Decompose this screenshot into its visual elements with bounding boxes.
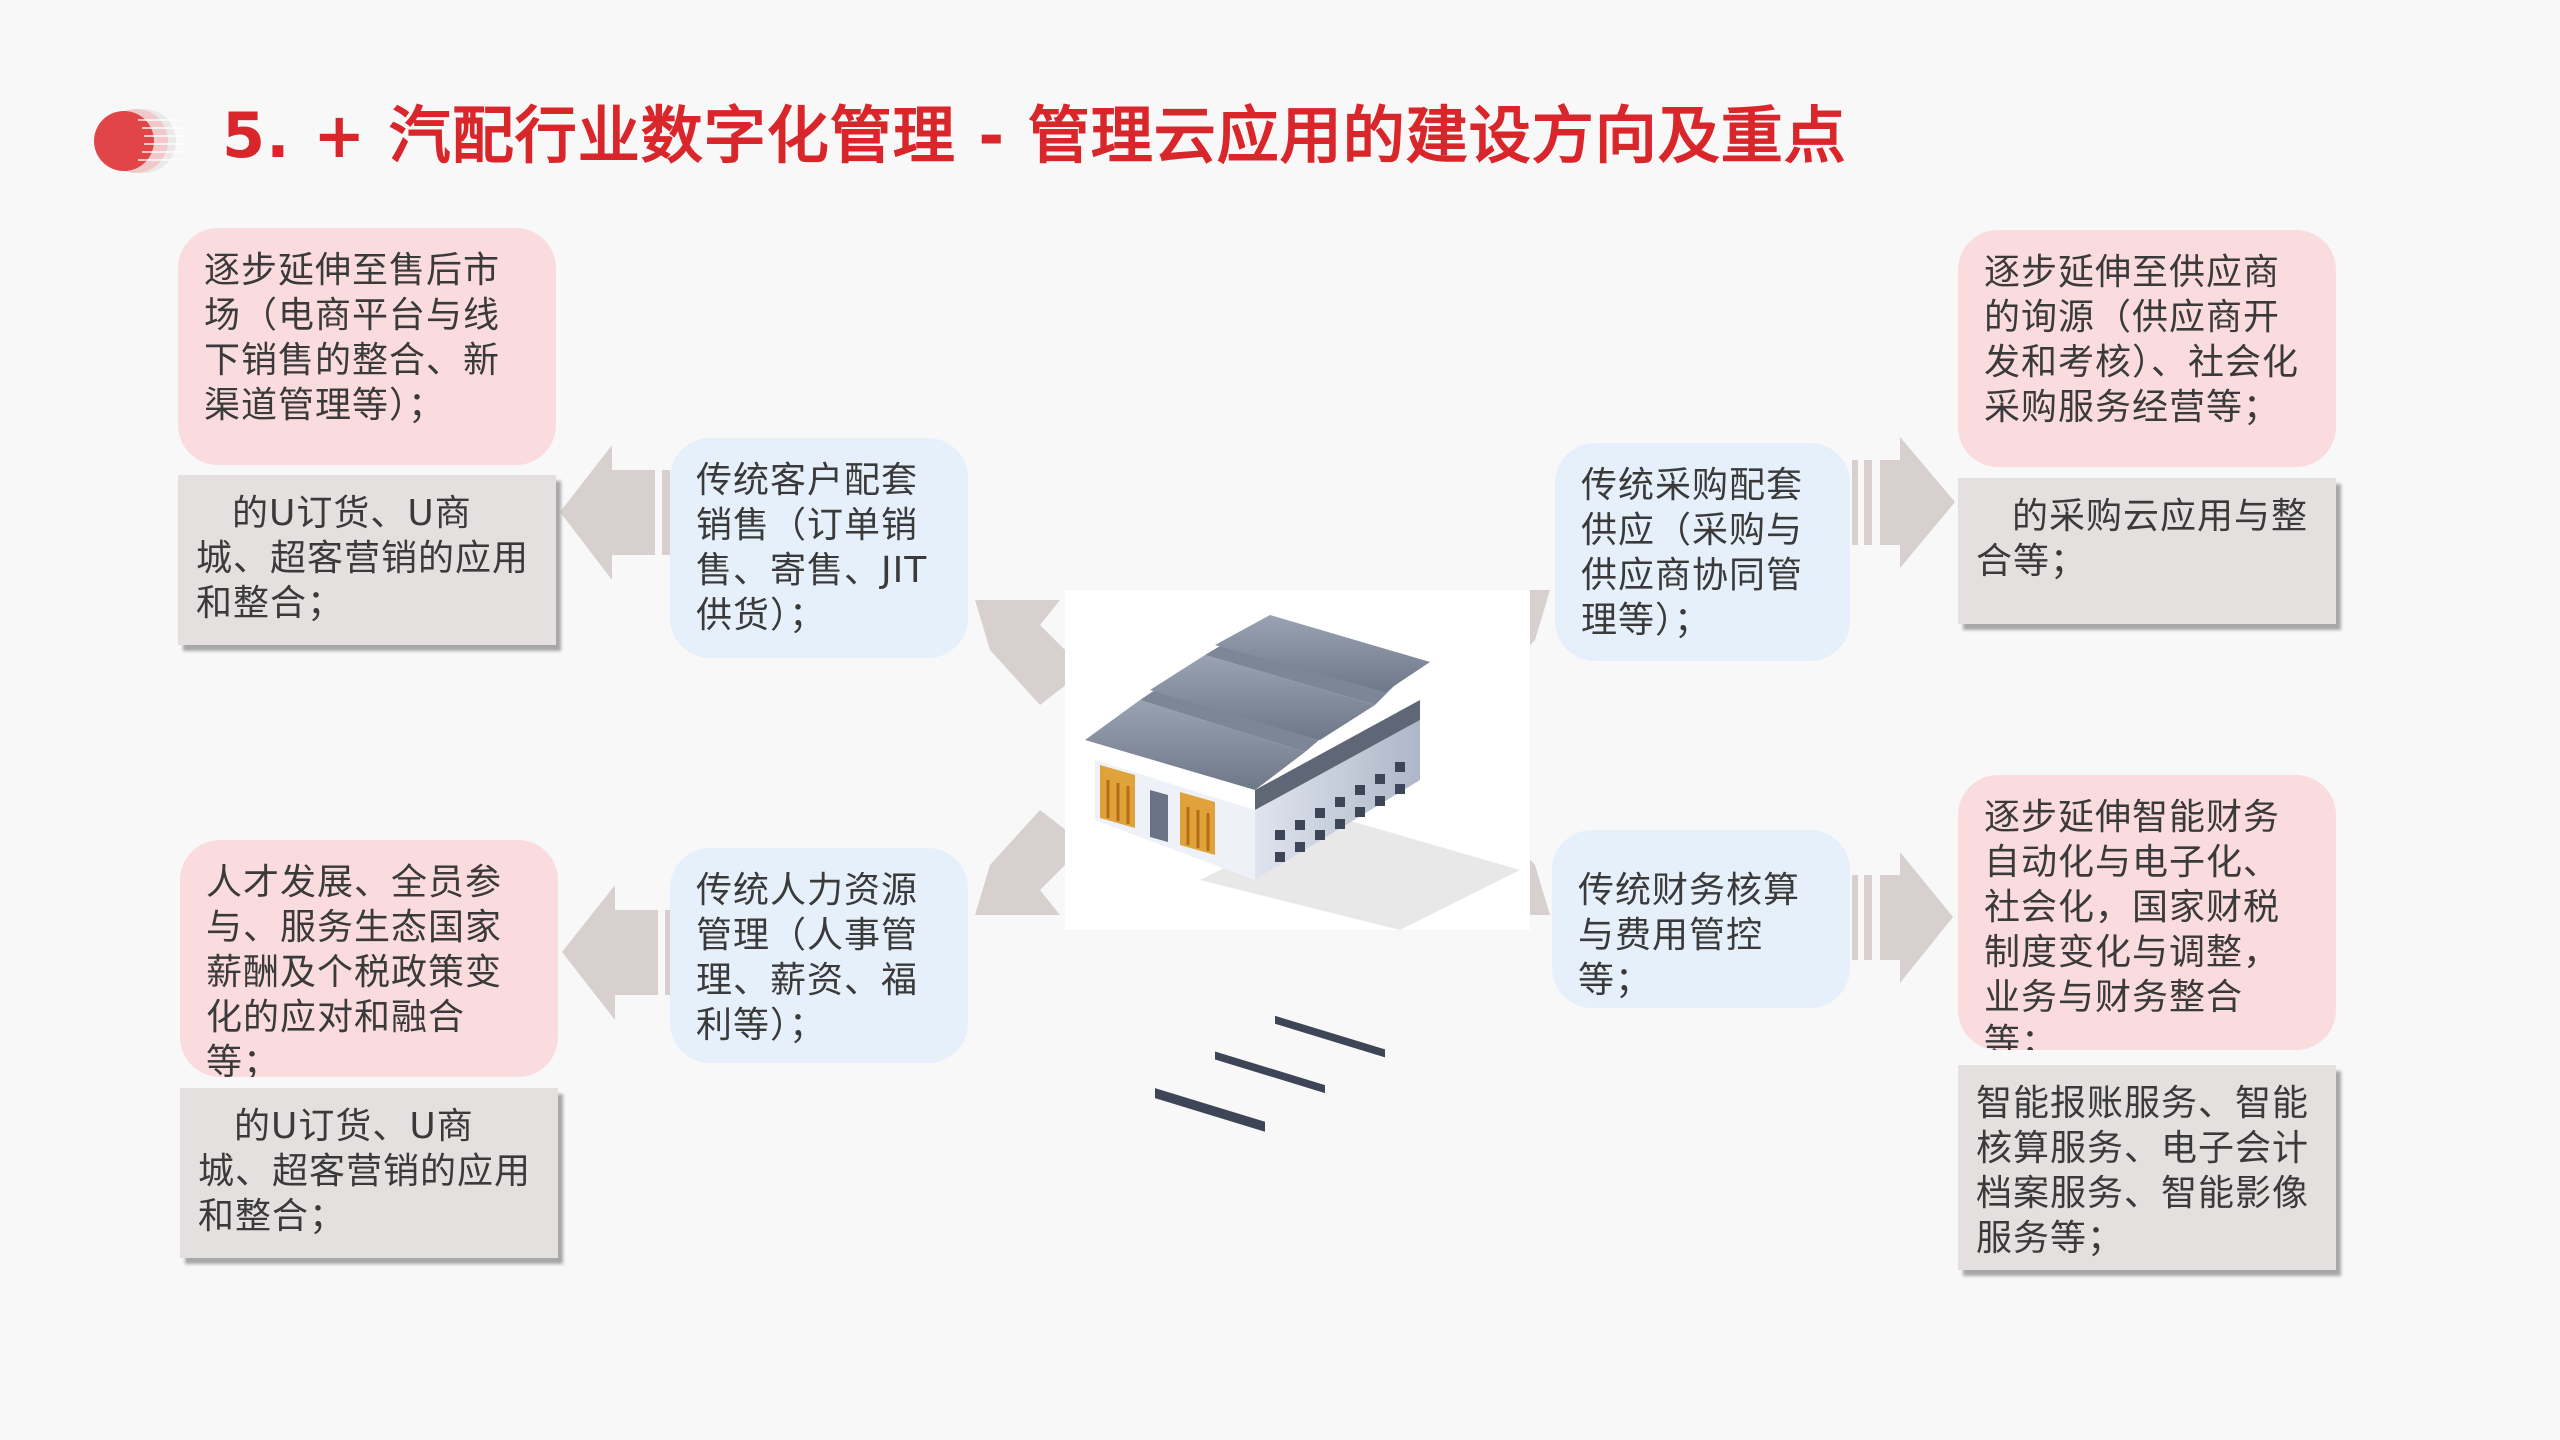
left-top-extension-box: 逐步延伸至售后市场（电商平台与线下销售的整合、新渠道管理等）； [178, 228, 556, 465]
arrow-right-bottom [1852, 852, 1953, 983]
left-top-apps-box: 的U订货、U商城、超客营销的应用和整合； [178, 475, 556, 645]
right-bottom-extension-box: 逐步延伸智能财务自动化与电子化、社会化，国家财税制度变化与调整，业务与财务整合等… [1958, 775, 2336, 1050]
arrow-left-bottom [562, 885, 685, 1020]
right-top-extension-box: 逐步延伸至供应商的询源（供应商开发和考核）、社会化采购服务经营等； [1958, 230, 2336, 467]
arrow-right-top [1852, 437, 1955, 568]
right-top-apps-box: 的采购云应用与整合等； [1958, 478, 2336, 624]
left-top-traditional-box: 传统客户配套销售（订单销售、寄售、JIT供货）； [670, 438, 968, 658]
arrow-left-top [560, 445, 682, 580]
left-bottom-apps-box: 的U订货、U商城、超客营销的应用和整合； [180, 1088, 558, 1258]
page-title: 5. + 汽配行业数字化管理 - 管理云应用的建设方向及重点 [222, 99, 1847, 172]
section-bullet-icon [94, 109, 184, 173]
right-bottom-apps-box: 智能报账服务、智能核算服务、电子会计档案服务、智能影像服务等； [1958, 1065, 2336, 1270]
right-top-traditional-box: 传统采购配套供应（采购与供应商协同管理等）； [1555, 443, 1850, 661]
left-bottom-traditional-box: 传统人力资源管理（人事管理、薪资、福利等）； [670, 848, 968, 1063]
left-bottom-extension-box: 人才发展、全员参与、服务生态国家薪酬及个税政策变化的应对和融合等； [180, 840, 558, 1077]
right-bottom-traditional-box: 传统财务核算与费用管控等； [1552, 830, 1850, 1008]
factory-icon [1065, 590, 1530, 1132]
